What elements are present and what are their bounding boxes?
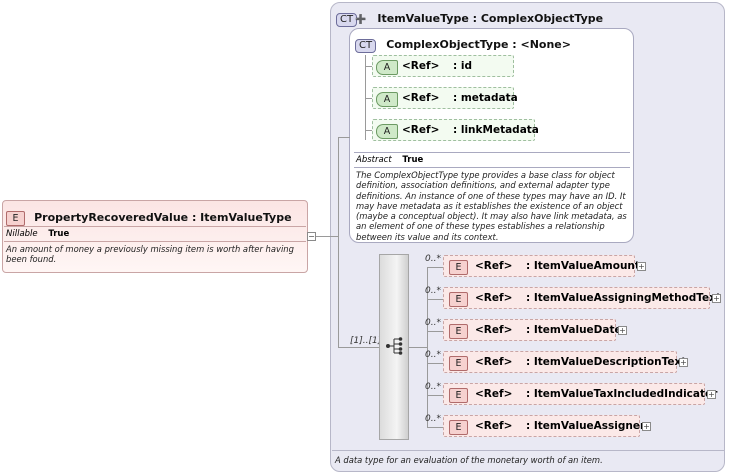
occurs-label: 0..*: [425, 318, 441, 328]
sequence-connector: [427, 267, 428, 427]
divider: [354, 152, 630, 153]
element-ref: <Ref>: [475, 420, 513, 432]
sequence-multiplicity: [1]..[1]: [350, 336, 382, 346]
sequence-connector: [427, 331, 443, 332]
attribute-id[interactable]: A <Ref> : id: [372, 55, 514, 77]
element-itemvaluedate[interactable]: E <Ref> : ItemValueDate: [443, 319, 622, 341]
occurs-label: 0..*: [425, 286, 441, 296]
expand-icon[interactable]: ➕: [355, 15, 367, 25]
element-ref: <Ref>: [475, 324, 513, 336]
element-badge: E: [449, 420, 468, 435]
attribute-ref: <Ref>: [402, 124, 440, 136]
attribute-name: : id: [453, 60, 472, 72]
connector-line: [338, 347, 379, 348]
sequence-connector: [427, 395, 443, 396]
element-badge: E: [6, 211, 25, 226]
attribute-linkmetadata[interactable]: A <Ref> : linkMetadata: [372, 119, 539, 141]
connector-line: [330, 236, 338, 237]
attribute-connector: [365, 98, 372, 99]
sequence-connector: [409, 347, 427, 348]
abstract-row: Abstract True: [356, 155, 423, 165]
element-name: : ItemValueAssigningMethodText: [526, 292, 721, 304]
nillable-value: True: [48, 229, 70, 239]
element-name: : ItemValueDescriptionText: [526, 356, 687, 368]
complex-type-description: A data type for an evaluation of the mon…: [335, 455, 603, 465]
occurs-label: 0..*: [425, 350, 441, 360]
abstract-value: True: [402, 155, 424, 165]
occurs-label: 0..*: [425, 414, 441, 424]
element-ref: <Ref>: [475, 356, 513, 368]
element-ref: <Ref>: [475, 260, 513, 272]
element-ref: <Ref>: [475, 388, 513, 400]
element-badge: E: [449, 388, 468, 403]
complex-type-title: ItemValueType : ComplexObjectType: [377, 12, 604, 25]
element-itemvalueamount[interactable]: E <Ref> : ItemValueAmount: [443, 255, 640, 277]
expand-icon[interactable]: +: [637, 262, 646, 271]
expand-icon[interactable]: +: [618, 326, 627, 335]
divider: [332, 450, 724, 451]
abstract-label: Abstract: [356, 155, 392, 165]
element-itemvalueassigner[interactable]: E <Ref> : ItemValueAssigner: [443, 415, 645, 437]
element-itemvaluetaxincludedindicator[interactable]: E <Ref> : ItemValueTaxIncludedIndicator: [443, 383, 717, 405]
divider: [354, 167, 630, 168]
sequence-connector: [427, 267, 443, 268]
collapse-icon[interactable]: −: [307, 232, 316, 241]
base-type-badge: CT: [355, 39, 377, 53]
element-badge: E: [449, 292, 468, 307]
attribute-ref: <Ref>: [402, 60, 440, 72]
divider: [4, 241, 306, 242]
sequence-connector: [427, 427, 443, 428]
attribute-connector: [365, 55, 366, 140]
attribute-name: : linkMetadata: [453, 124, 539, 136]
base-type-description: The ComplexObjectType type provides a ba…: [356, 170, 627, 242]
base-type-title: ComplexObjectType : <None>: [386, 38, 571, 51]
sequence-icon: [386, 337, 403, 355]
base-type-header: CT ComplexObjectType : <None>: [355, 33, 571, 53]
sequence-connector: [427, 299, 443, 300]
attribute-connector: [365, 130, 372, 131]
connector-line: [338, 137, 339, 347]
element-description: An amount of money a previously missing …: [6, 244, 294, 265]
complex-type-badge: CT: [336, 13, 358, 27]
divider: [4, 226, 306, 227]
attribute-name: : metadata: [453, 92, 518, 104]
expand-icon[interactable]: +: [679, 358, 688, 367]
occurs-label: 0..*: [425, 254, 441, 264]
complex-type-header: CT➕ ItemValueType : ComplexObjectType: [336, 7, 603, 27]
nillable-row: Nillable True: [6, 229, 69, 239]
element-name: : ItemValueAmount: [526, 260, 640, 272]
attribute-metadata[interactable]: A <Ref> : metadata: [372, 87, 518, 109]
attribute-badge: A: [376, 124, 398, 139]
element-itemvaluedescriptiontext[interactable]: E <Ref> : ItemValueDescriptionText: [443, 351, 686, 373]
element-badge: E: [449, 324, 468, 339]
attribute-badge: A: [376, 92, 398, 107]
element-itemvalueassigningmethodtext[interactable]: E <Ref> : ItemValueAssigningMethodText: [443, 287, 721, 309]
element-title: PropertyRecoveredValue : ItemValueType: [34, 211, 292, 224]
expand-icon[interactable]: +: [707, 390, 716, 399]
element-header: E PropertyRecoveredValue : ItemValueType: [6, 206, 292, 226]
connector-line: [338, 137, 350, 138]
element-ref: <Ref>: [475, 292, 513, 304]
connector-line: [316, 236, 330, 237]
element-badge: E: [449, 356, 468, 371]
sequence-connector: [427, 363, 443, 364]
attribute-badge: A: [376, 60, 398, 75]
element-name: : ItemValueAssigner: [526, 420, 646, 432]
element-badge: E: [449, 260, 468, 275]
occurs-label: 0..*: [425, 382, 441, 392]
expand-icon[interactable]: +: [712, 294, 721, 303]
attribute-connector: [365, 66, 372, 67]
attribute-ref: <Ref>: [402, 92, 440, 104]
expand-icon[interactable]: +: [642, 422, 651, 431]
element-name: : ItemValueTaxIncludedIndicator: [526, 388, 718, 400]
element-name: : ItemValueDate: [526, 324, 622, 336]
nillable-label: Nillable: [6, 229, 38, 239]
